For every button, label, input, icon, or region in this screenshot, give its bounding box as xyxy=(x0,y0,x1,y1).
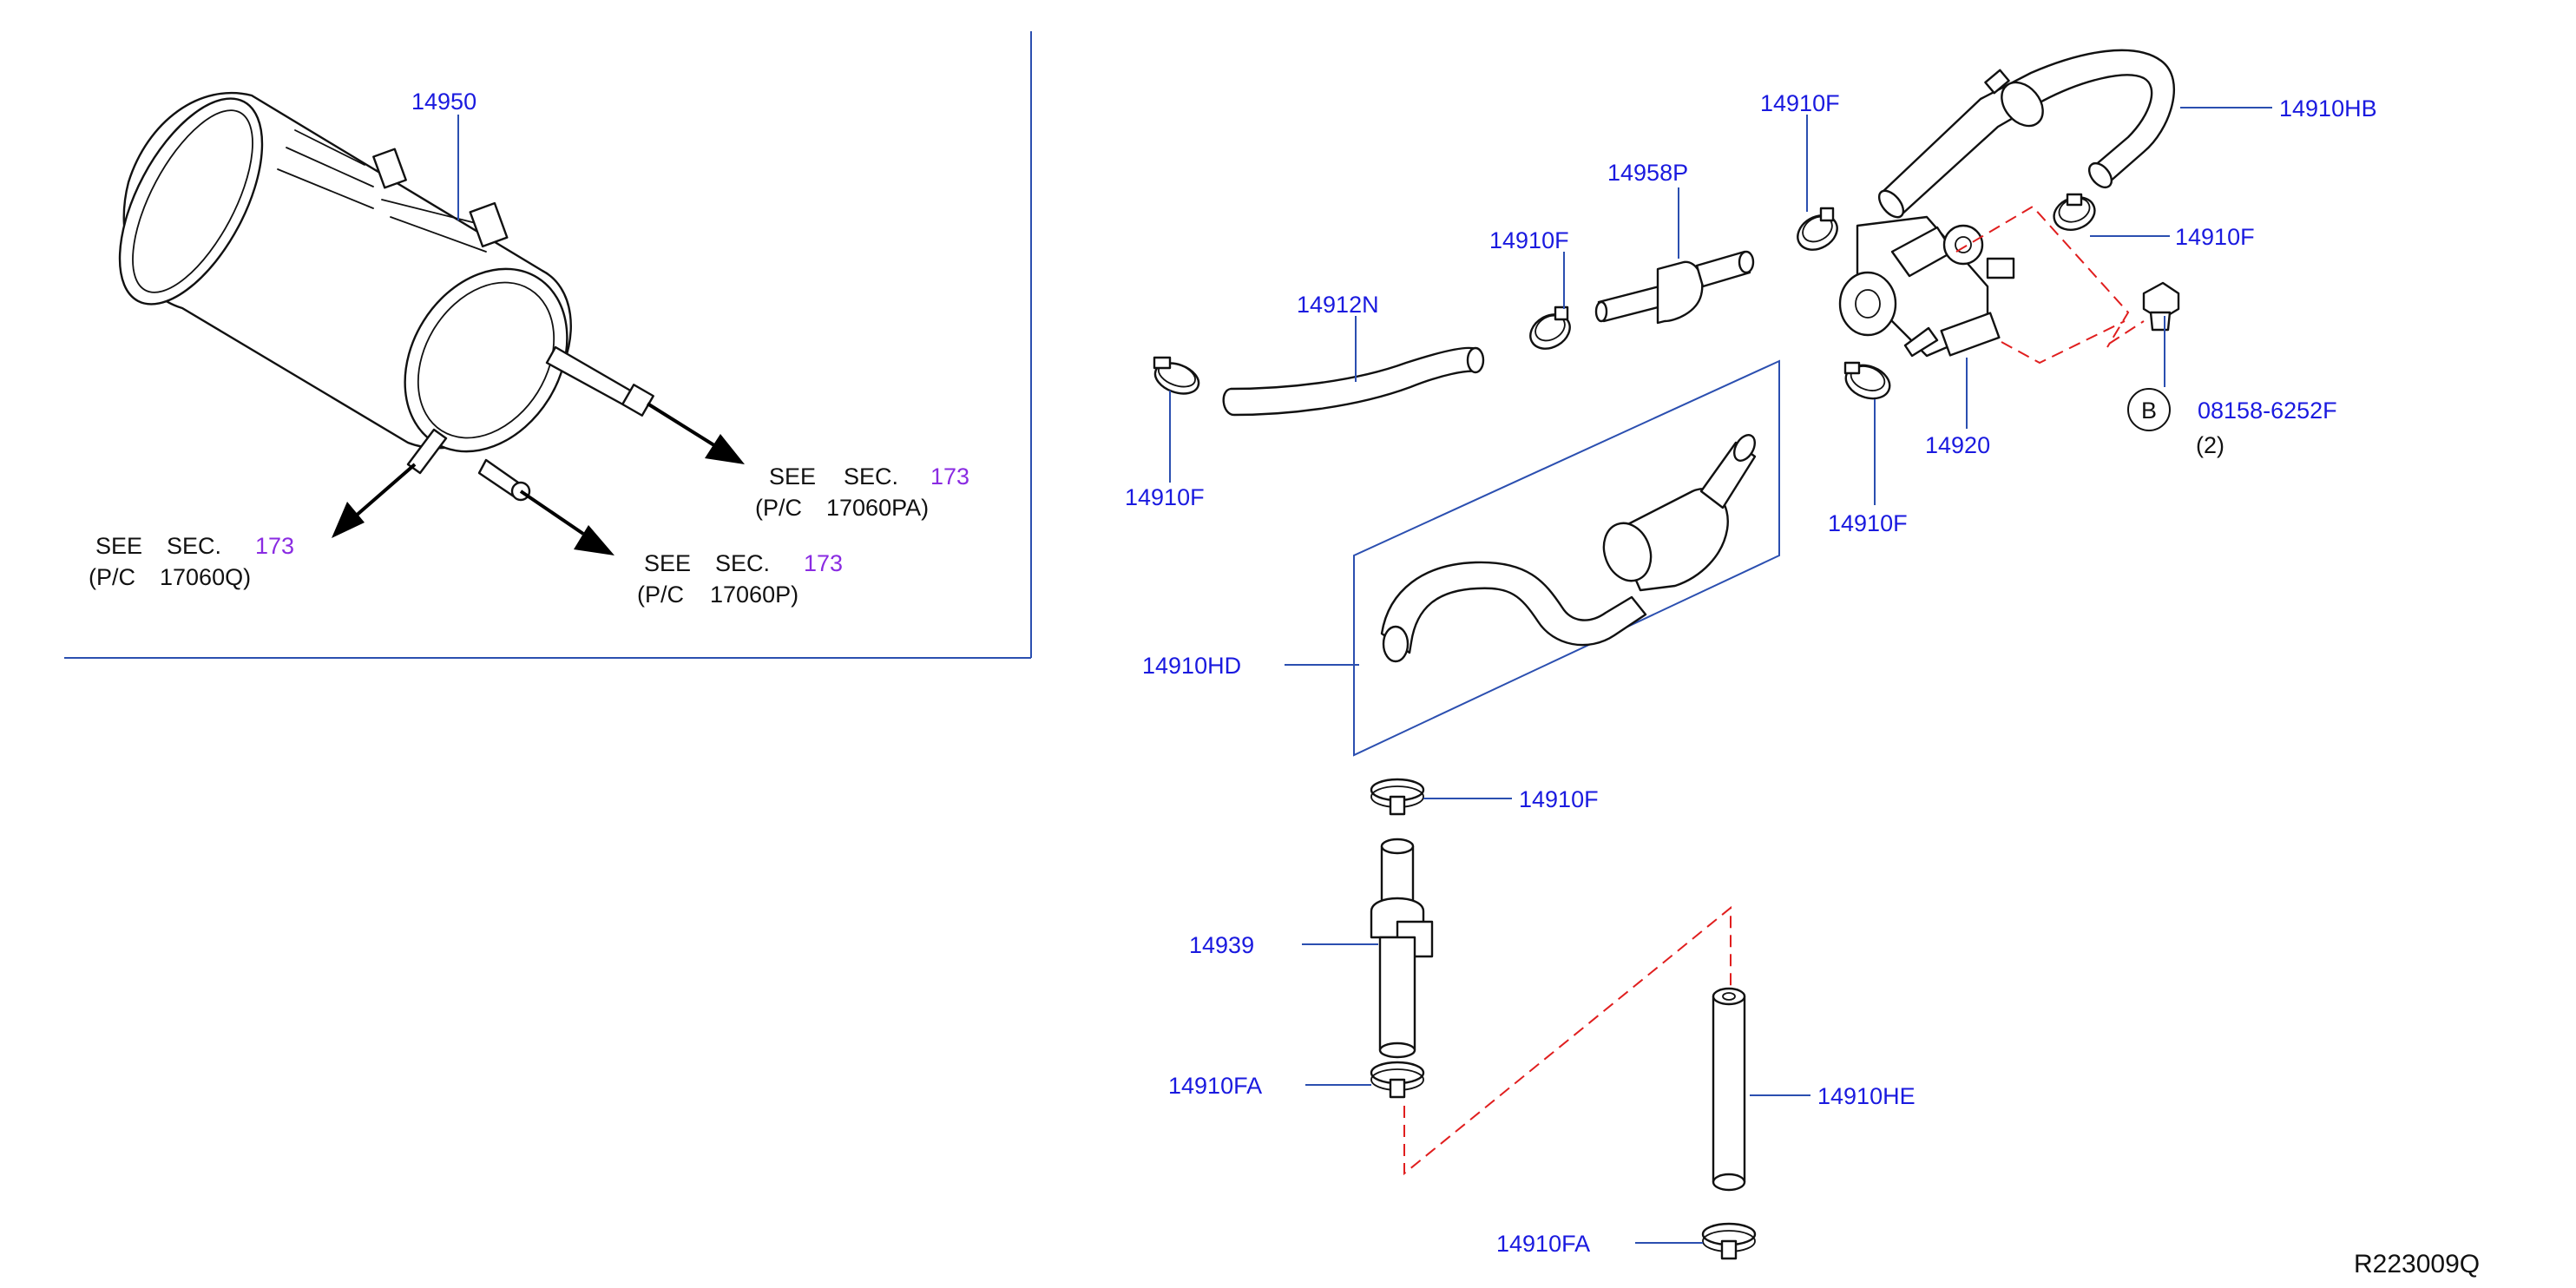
see-section-17060p[interactable]: SEE SEC. 173 (P/C 17060P) xyxy=(637,550,843,608)
hose-14910he[interactable] xyxy=(1712,987,1746,1192)
hose-assembly-frame xyxy=(1353,359,1780,757)
label-08158-6252f[interactable]: 08158-6252F xyxy=(2198,398,2337,424)
part-labels: 14950 14910HB 14910F 14958P 14910F 14912… xyxy=(411,89,2480,1278)
see-section-arrows xyxy=(332,402,745,555)
canister-inset-frame xyxy=(64,31,1032,659)
hose-14910hb[interactable] xyxy=(1875,49,2176,221)
pc-code: 17060P) xyxy=(710,582,798,608)
sec-word: SEC. xyxy=(715,550,770,576)
bolt-circle-b: B xyxy=(2127,388,2171,431)
pc-code: 17060Q) xyxy=(160,564,251,590)
label-14910f-right[interactable]: 14910F xyxy=(2175,224,2255,250)
label-14950[interactable]: 14950 xyxy=(411,89,476,115)
clamp-mid[interactable] xyxy=(1370,778,1425,816)
label-14910fa-upper[interactable]: 14910FA xyxy=(1168,1073,1262,1099)
solenoid-valve-14920[interactable] xyxy=(1838,215,2015,358)
pc-word: (P/C xyxy=(755,495,802,521)
label-14910f-top[interactable]: 14910F xyxy=(1760,90,1840,116)
connector-14939[interactable] xyxy=(1370,838,1434,1059)
hose-14910hd[interactable] xyxy=(1380,431,1759,663)
label-14910f-left-upper[interactable]: 14910F xyxy=(1489,227,1569,253)
label-14910hb[interactable]: 14910HB xyxy=(2279,95,2377,122)
section-number[interactable]: 173 xyxy=(804,550,843,576)
pc-word: (P/C xyxy=(637,582,684,608)
bolt-letter: B xyxy=(2141,398,2157,424)
sec-word: SEC. xyxy=(844,463,898,490)
label-14910f-far-left[interactable]: 14910F xyxy=(1125,484,1205,510)
section-number[interactable]: 173 xyxy=(255,533,294,559)
label-14958p[interactable]: 14958P xyxy=(1607,160,1688,186)
label-14912n[interactable]: 14912N xyxy=(1297,292,1379,318)
label-14939[interactable]: 14939 xyxy=(1189,932,1254,958)
clamp-left-upper[interactable] xyxy=(1524,306,1576,356)
pc-code: 17060PA) xyxy=(826,495,929,521)
leader-lines xyxy=(457,107,2272,1244)
label-14910he[interactable]: 14910HE xyxy=(1817,1083,1916,1109)
label-14910hd[interactable]: 14910HD xyxy=(1142,653,1241,679)
evap-canister[interactable] xyxy=(90,76,654,502)
label-14910fa-lower[interactable]: 14910FA xyxy=(1496,1231,1590,1257)
see-word: SEE xyxy=(769,463,816,490)
see-word: SEE xyxy=(644,550,691,576)
label-14910f-under-valve[interactable]: 14910F xyxy=(1828,510,1908,536)
see-section-17060q[interactable]: SEE SEC. 173 (P/C 17060Q) xyxy=(89,533,294,590)
section-number[interactable]: 173 xyxy=(930,463,969,490)
valve-check-14958p[interactable] xyxy=(1594,250,1755,325)
label-14920[interactable]: 14920 xyxy=(1925,432,1990,458)
clamp-under-valve[interactable] xyxy=(1841,359,1894,404)
phantom-lines-valve xyxy=(1955,205,2145,365)
sec-word: SEC. xyxy=(167,533,221,559)
bolt-08158-6252f[interactable] xyxy=(2142,281,2180,332)
clamp-right[interactable] xyxy=(2049,192,2099,235)
pc-word: (P/C xyxy=(89,564,135,590)
label-bolt-qty: (2) xyxy=(2196,432,2224,458)
drawing-reference: R223009Q xyxy=(2354,1250,2480,1278)
see-section-17060pa[interactable]: SEE SEC. 173 (P/C 17060PA) xyxy=(755,463,969,521)
clamp-far-left[interactable] xyxy=(1151,356,1203,399)
clamp-top[interactable] xyxy=(1791,207,1843,257)
phantom-lines-bottom xyxy=(1403,905,1732,1176)
see-word: SEE xyxy=(95,533,142,559)
clamp-fa-upper[interactable] xyxy=(1370,1061,1425,1099)
label-14910f-mid[interactable]: 14910F xyxy=(1519,786,1599,812)
hose-14912n[interactable] xyxy=(1222,346,1485,417)
clamp-fa-lower[interactable] xyxy=(1701,1222,1757,1260)
